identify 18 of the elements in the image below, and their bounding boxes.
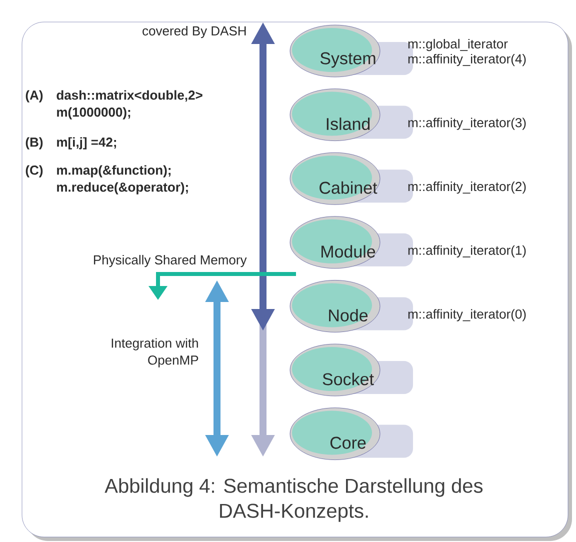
code-text: (B) [26, 137, 43, 150]
iterator-label: m::affinity_iterator(1) [408, 245, 526, 258]
annotation-text: covered By DASH [142, 26, 246, 38]
ellipse-node: Socket [290, 344, 413, 396]
iterator-label: m::global_iterator [408, 38, 508, 52]
code-text: dash::matrix<double,2> m(1000000); [56, 90, 202, 120]
code-text: (C) [26, 165, 43, 178]
iterator-label: m::affinity_iterator(0) [408, 309, 526, 322]
ellipse-node: Core [290, 408, 413, 460]
code-text: (A) [26, 90, 43, 102]
caption: Abbildung 4: Semantische Darstellung des DASH-Konzepts. [104, 478, 483, 522]
code-text: m[i,j] =42; [57, 137, 116, 150]
code-text: m.map(&function); m.reduce(&operator); [57, 165, 188, 194]
iterator-label: m::affinity_iterator(2) [408, 182, 526, 194]
iterator-label: m::affinity_iterator(3) [408, 118, 526, 130]
annotation-text: Physically Shared Memory [94, 254, 247, 268]
annotation-text: Integration with OpenMP [112, 338, 198, 368]
iterator-label: m::affinity_iterator(4) [408, 54, 526, 66]
